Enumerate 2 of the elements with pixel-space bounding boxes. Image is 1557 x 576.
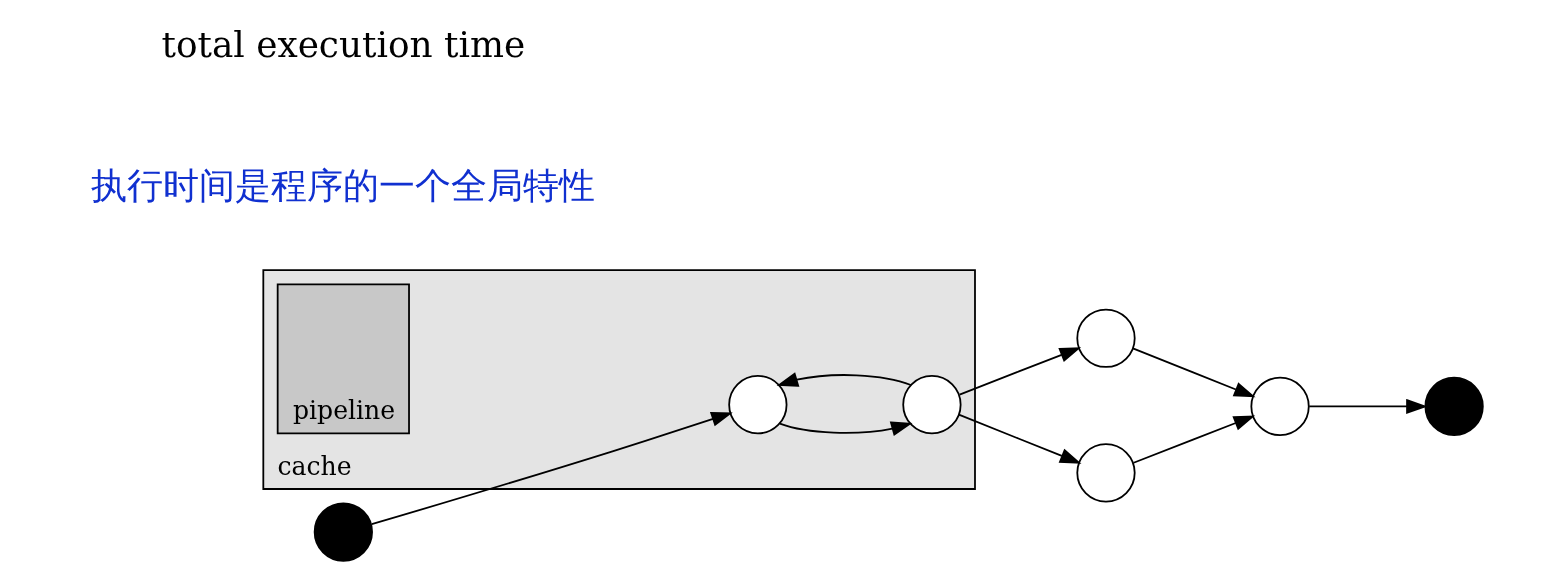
label: total execution time	[161, 23, 526, 65]
label: 执行时间是程序的一个全局特性	[91, 165, 596, 207]
